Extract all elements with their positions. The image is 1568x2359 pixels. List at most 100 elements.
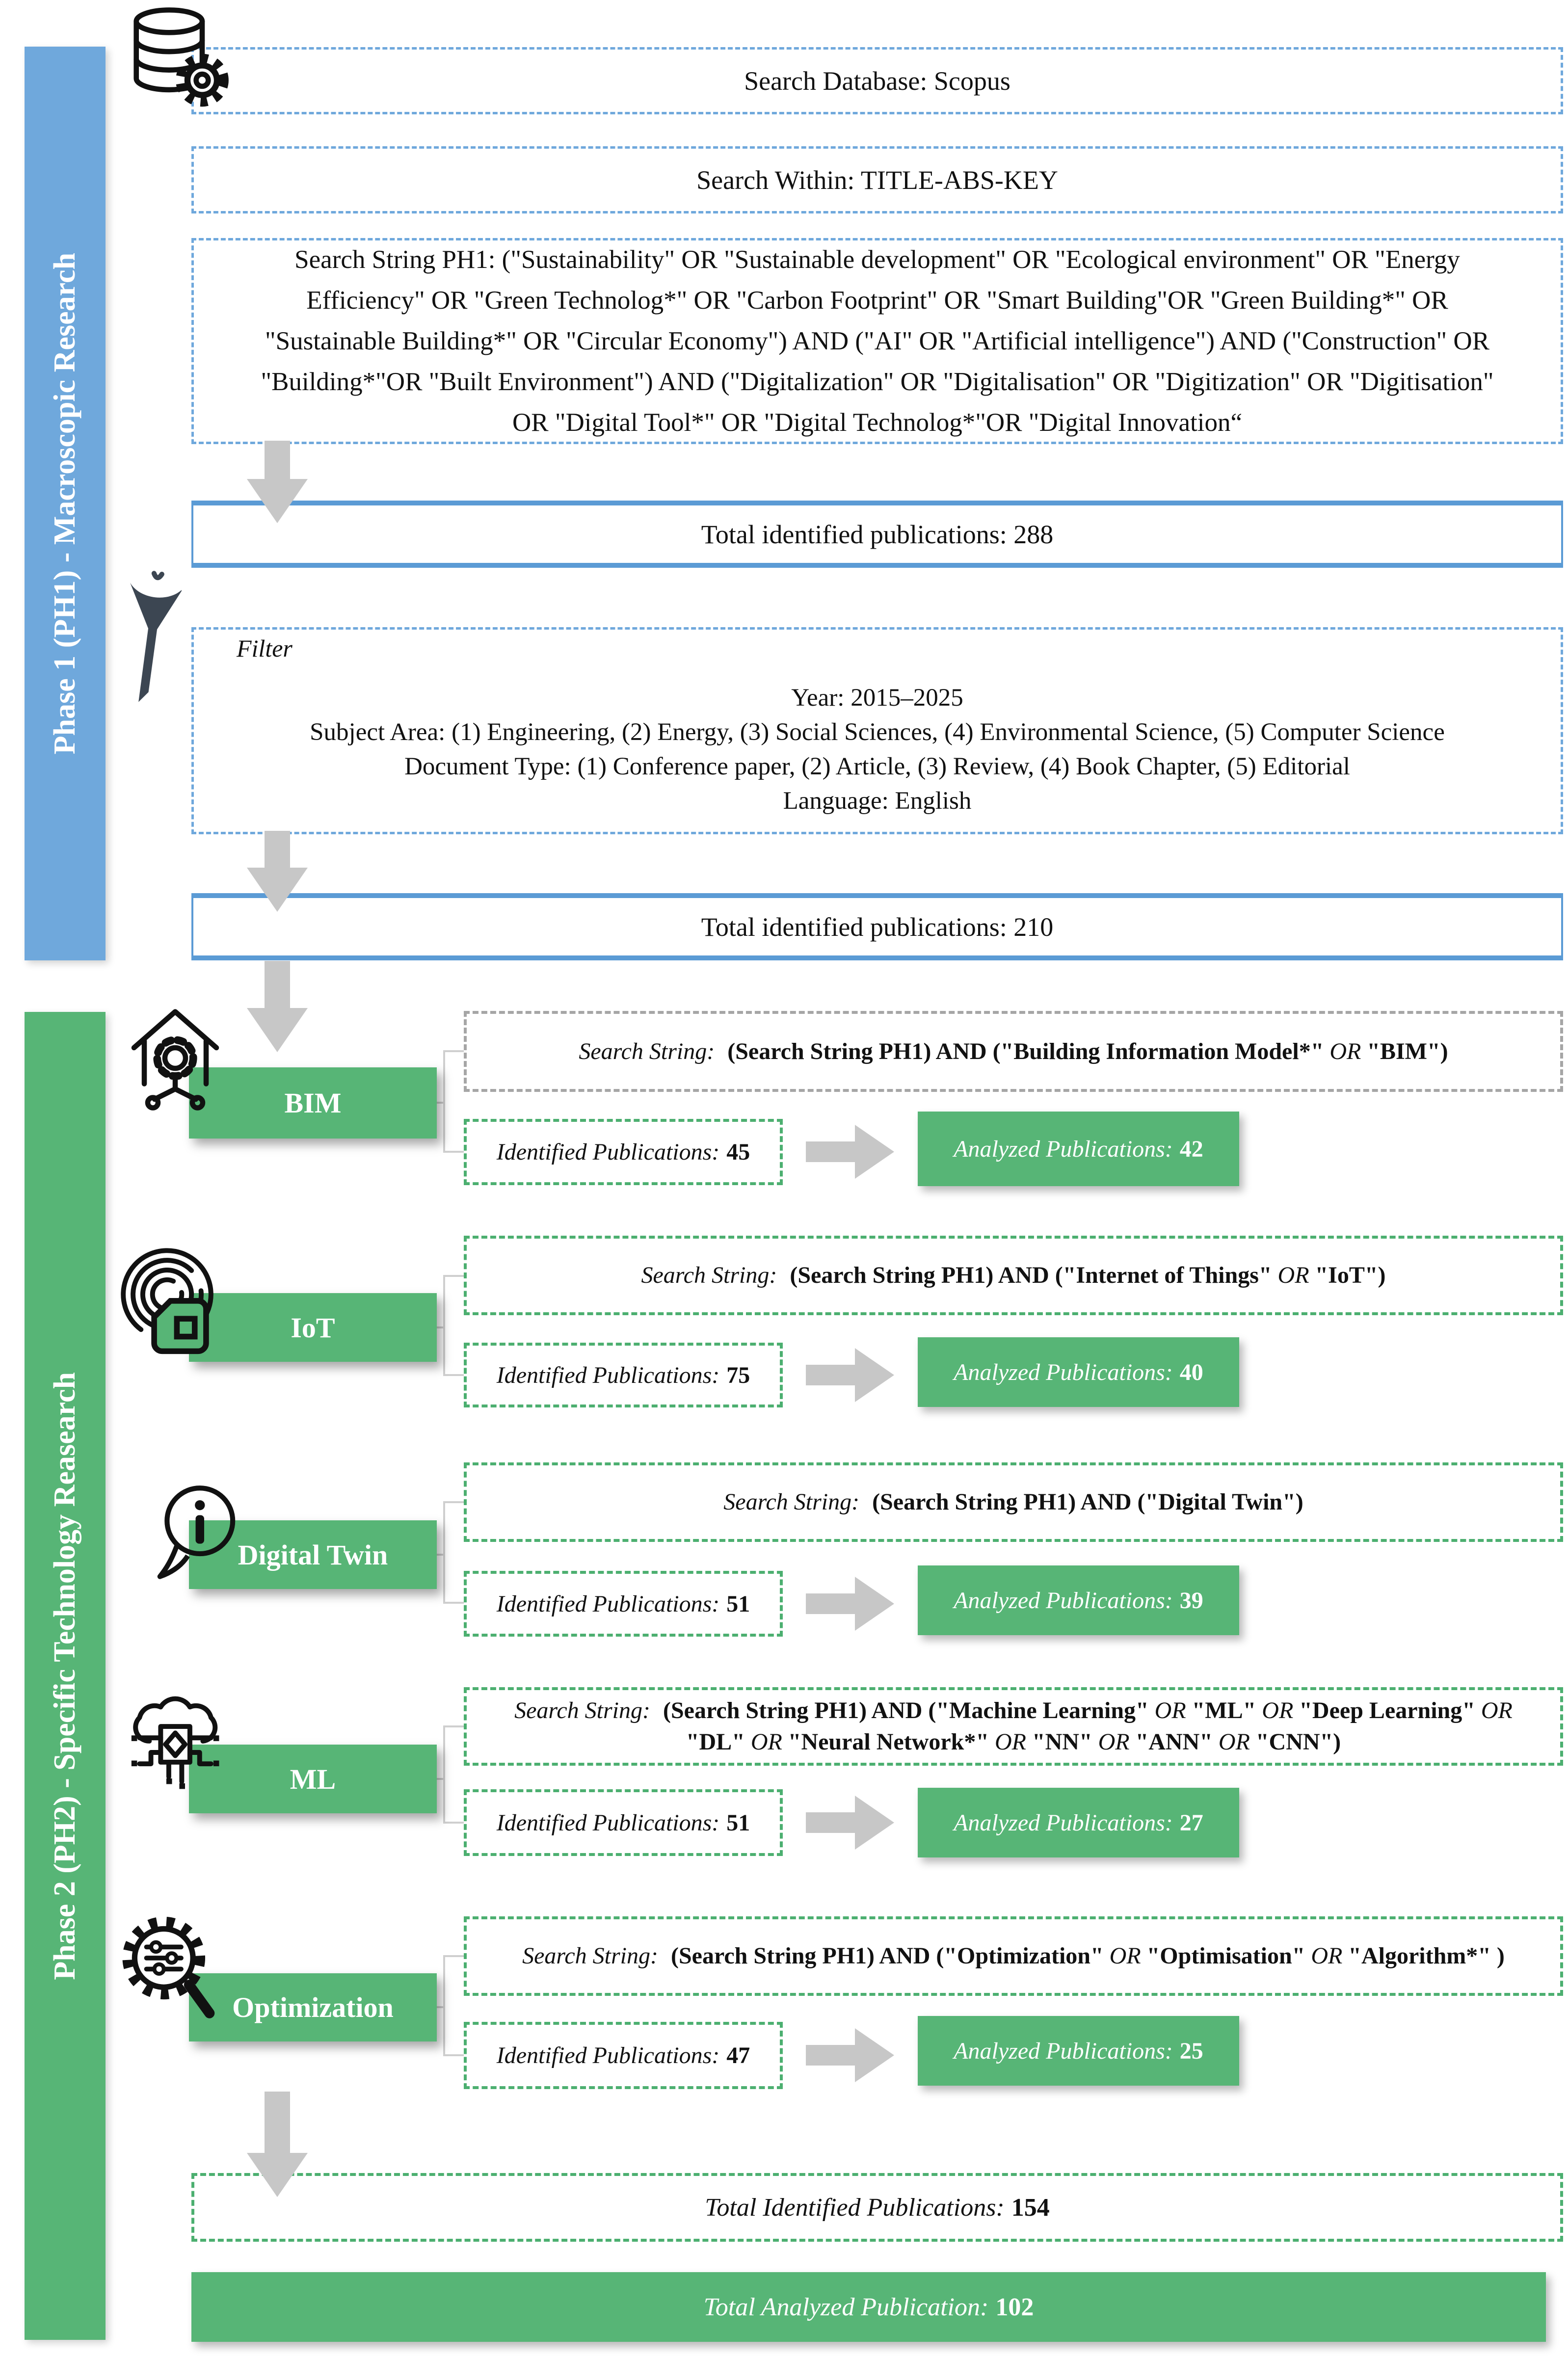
arrow-head (855, 1796, 894, 1850)
search-string-prefix: Search String: (579, 1038, 715, 1064)
arrow-head (247, 479, 308, 523)
flow-arrow-right-icon (806, 1796, 894, 1850)
identified-label: Identified Publications: (496, 1809, 720, 1836)
search-string-prefix: Search String: (522, 1943, 658, 1969)
flow-arrow-right-icon (806, 2028, 894, 2082)
analyzed-label: Analyzed Publications: (954, 1809, 1173, 1836)
filter-year-line: Year: 2015–2025 (791, 684, 963, 712)
tech-label-iot: IoT (189, 1293, 437, 1362)
identified-label: Identified Publications: (496, 1139, 720, 1165)
total-identified-210-text: Total identified publications: 210 (701, 912, 1054, 942)
iot-identified-box: Identified Publications: 75 (464, 1343, 783, 1407)
arrow-shaft (806, 1141, 855, 1162)
bracket-connector (443, 1050, 445, 1153)
bracket-connector (436, 2006, 444, 2008)
tech-label-optimization: Optimization (189, 1973, 437, 2041)
bracket-connector (436, 1102, 444, 1104)
arrow-head (247, 2153, 308, 2197)
iot-search-query: (Search String PH1) AND ("Internet of Th… (790, 1262, 1386, 1288)
search-within-box: Search Within: TITLE-ABS-KEY (191, 146, 1563, 213)
bim-identified-box: Identified Publications: 45 (464, 1119, 783, 1185)
bim-search-query: (Search String PH1) AND ("Building Infor… (727, 1038, 1448, 1064)
identified-value: 47 (726, 2042, 750, 2068)
flow-arrow-right-icon (806, 1577, 894, 1631)
search-string-ph1-box: Search String PH1: ("Sustainability" OR … (191, 238, 1563, 444)
filter-language-line: Language: English (783, 787, 972, 815)
flow-arrow-right-icon (806, 1348, 894, 1402)
tech-label-ml: ML (189, 1745, 437, 1813)
optimization-identified-box: Identified Publications: 47 (464, 2022, 783, 2089)
search-string-ph1-text: Search String PH1: ("Sustainability" OR … (261, 245, 1494, 437)
analyzed-value: 27 (1179, 1809, 1203, 1836)
search-within-text: Search Within: TITLE-ABS-KEY (696, 165, 1058, 195)
bracket-connector (443, 1050, 464, 1052)
bracket-connector (443, 1955, 464, 1957)
tech-label-text: ML (290, 1763, 336, 1795)
info-bubble-icon (157, 1485, 236, 1579)
bracket-connector (443, 1151, 464, 1153)
flow-arrow-down-icon (247, 441, 308, 523)
analyzed-value: 25 (1179, 2038, 1203, 2064)
fingerprint-lock-icon (121, 1248, 213, 1354)
identified-value: 45 (726, 1139, 750, 1165)
total-identified-288-box: Total identified publications: 288 (191, 501, 1563, 568)
ml-search-string-box: Search String: (Search String PH1) AND (… (464, 1687, 1563, 1766)
filter-label: Filter (237, 635, 292, 662)
filter-doctype-line: Document Type: (1) Conference paper, (2)… (404, 753, 1350, 780)
gear-magnifier-icon (122, 1916, 215, 2018)
bracket-connector (436, 1778, 444, 1780)
optimization-search-query: (Search String PH1) AND ("Optimization" … (670, 1943, 1505, 1969)
arrow-shaft (265, 831, 290, 868)
flow-arrow-down-icon (247, 2092, 308, 2197)
database-gear-icon (133, 7, 229, 107)
arrow-shaft (265, 2092, 290, 2153)
total-identified-210-box: Total identified publications: 210 (191, 893, 1563, 960)
arrow-shaft (806, 2045, 855, 2066)
ai-brain-circuit-icon (131, 1696, 219, 1789)
arrow-shaft (265, 961, 290, 1008)
iot-search-string-box: Search String: (Search String PH1) AND (… (464, 1236, 1563, 1315)
smart-home-gear-icon (131, 1009, 219, 1111)
identified-value: 75 (726, 1362, 750, 1388)
total-analyzed-label: Total Analyzed Publication: (703, 2293, 989, 2321)
search-string-prefix: Search String: (641, 1262, 777, 1288)
phase2-sidebar-label: Phase 2 (PH2) - Specific Technology Reas… (48, 1372, 81, 1980)
analyzed-value: 39 (1179, 1587, 1203, 1614)
flow-arrow-down-icon (247, 831, 308, 912)
bim-search-string-box: Search String: (Search String PH1) AND (… (464, 1011, 1563, 1092)
ml-identified-box: Identified Publications: 51 (464, 1789, 783, 1856)
arrow-shaft (806, 1812, 855, 1833)
bracket-connector (443, 1955, 445, 2054)
tech-label-text: Digital Twin (238, 1538, 388, 1571)
tech-label-text: BIM (284, 1087, 342, 1119)
arrow-shaft (806, 1593, 855, 1614)
total-analyzed-value: 102 (995, 2293, 1034, 2321)
arrow-head (855, 1348, 894, 1402)
tech-label-text: Optimization (232, 1991, 394, 2023)
bracket-connector (443, 1501, 464, 1503)
bracket-connector (443, 2054, 464, 2056)
analyzed-label: Analyzed Publications: (954, 2038, 1173, 2064)
bracket-connector (443, 1501, 445, 1604)
bracket-connector (443, 1374, 464, 1376)
total-analyzed-publication-box: Total Analyzed Publication: 102 (191, 2272, 1546, 2342)
search-string-prefix: Search String: (723, 1489, 860, 1515)
identified-label: Identified Publications: (496, 1362, 720, 1388)
digital-twin-analyzed-box: Analyzed Publications: 39 (918, 1565, 1239, 1635)
phase1-sidebar-label: Phase 1 (PH1) - Macroscopic Research (48, 252, 81, 755)
analyzed-label: Analyzed Publications: (954, 1136, 1173, 1162)
phase1-sidebar: Phase 1 (PH1) - Macroscopic Research (25, 47, 106, 960)
filter-funnel-icon (130, 571, 182, 702)
arrow-head (855, 2028, 894, 2082)
identified-value: 51 (726, 1809, 750, 1836)
phase2-sidebar: Phase 2 (PH2) - Specific Technology Reas… (25, 1012, 106, 2340)
bracket-connector (443, 1725, 445, 1824)
search-database-text: Search Database: Scopus (744, 66, 1010, 96)
analyzed-label: Analyzed Publications: (954, 1359, 1173, 1385)
bracket-connector (443, 1822, 464, 1824)
iot-analyzed-box: Analyzed Publications: 40 (918, 1337, 1239, 1407)
identified-label: Identified Publications: (496, 2042, 720, 2068)
bracket-connector (443, 1602, 464, 1604)
bracket-connector (436, 1326, 444, 1328)
